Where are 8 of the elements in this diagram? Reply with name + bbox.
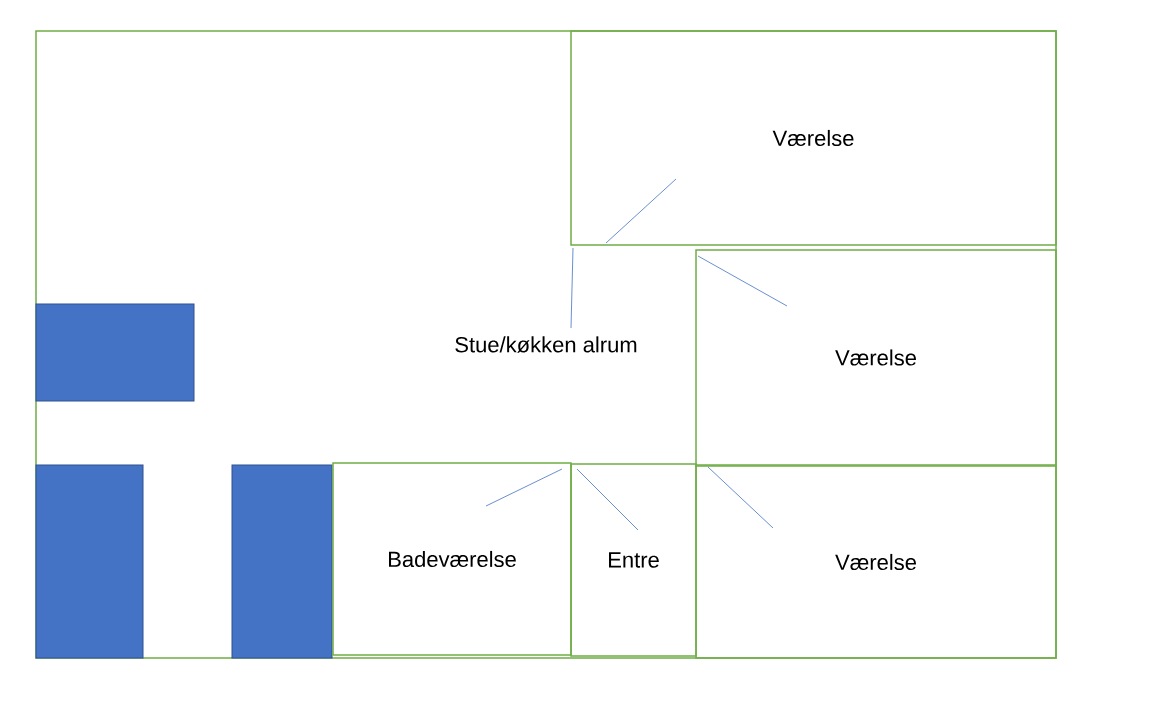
room-box: Værelse — [570, 30, 1057, 246]
room-box: Badeværelse — [332, 462, 572, 656]
room-box: Værelse — [695, 249, 1057, 466]
room-box: Entre — [570, 463, 697, 657]
room-box: Værelse — [695, 465, 1057, 659]
furniture-block — [35, 464, 144, 659]
furniture-block — [35, 303, 195, 402]
furniture-block — [231, 464, 333, 659]
